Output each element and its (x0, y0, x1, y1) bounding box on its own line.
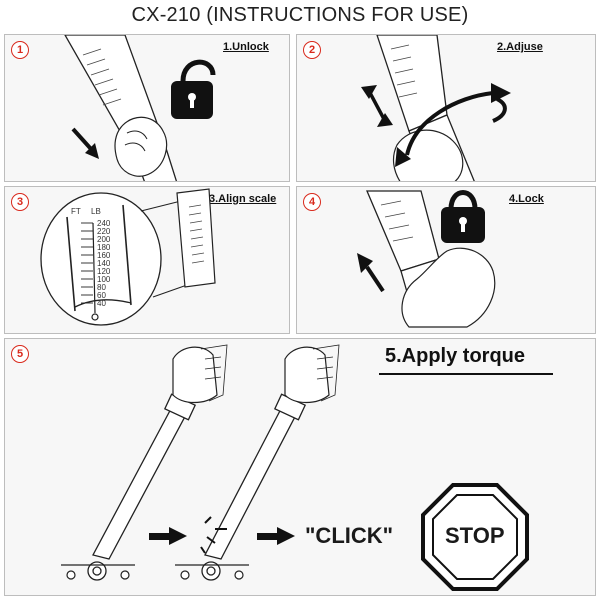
lock-illustration (297, 187, 596, 334)
arrow-icon (361, 85, 393, 127)
step-4-panel: 4 4.Lock (296, 186, 596, 334)
step-1-panel: 1 1.Unlock (4, 34, 290, 182)
lock-open-icon (171, 62, 213, 119)
align-scale-illustration (5, 187, 290, 334)
adjust-illustration (297, 35, 596, 182)
click-text: "CLICK" (305, 523, 393, 549)
arrow-icon (149, 527, 187, 545)
scale-value: 40 (97, 299, 106, 308)
unlock-illustration (5, 35, 290, 182)
arrow-icon (257, 527, 295, 545)
arrow-icon (357, 253, 383, 291)
page-title: CX-210 (INSTRUCTIONS FOR USE) (0, 4, 600, 27)
apply-torque-illustration (5, 339, 596, 596)
step-5-panel: 5 5.Apply torque (4, 338, 596, 596)
lock-closed-icon (441, 193, 485, 244)
scale-unit-lb: LB (91, 207, 101, 216)
arrow-icon (73, 129, 99, 159)
step-2-panel: 2 2.Adjuse (296, 34, 596, 182)
scale-unit-ft: FT (71, 207, 81, 216)
step-3-panel: 3 3.Align scale FT LB 240 220 20 (4, 186, 290, 334)
stop-text: STOP (445, 523, 505, 549)
